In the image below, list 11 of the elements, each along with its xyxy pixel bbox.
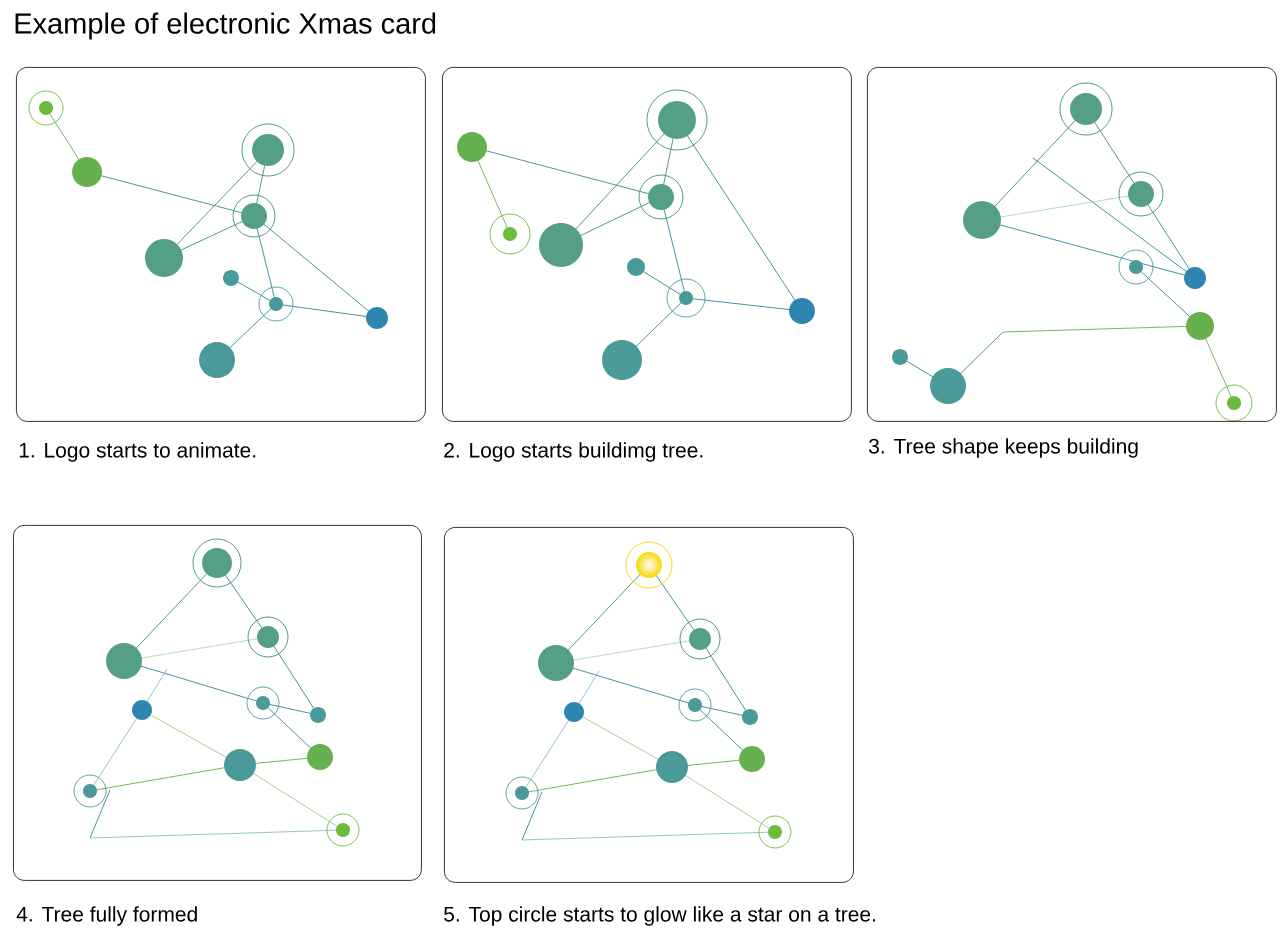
node-label: 1. Logo starts to animate.	[19, 442, 256, 462]
storyboard-panel: 4. Tree fully formed	[13, 525, 422, 926]
node-label: 3. Tree shape keeps building	[869, 438, 1138, 458]
title: Example of electronic Xmas card	[15, 12, 436, 40]
node-label: 4. Tree fully formed	[16, 906, 197, 926]
storyboard-panel: 3. Tree shape keeps building	[867, 67, 1277, 458]
node-label: 2. Logo starts buildimg tree.	[444, 442, 703, 462]
storyboard-panel: 1. Logo starts to animate.	[16, 67, 426, 462]
node-label: 5. Top circle starts to glow like a star on a tree.	[444, 906, 876, 926]
storyboard-panel: 5. Top circle starts to glow like a star on a tree.	[444, 527, 875, 926]
storyboard-panel: 2. Logo starts buildimg tree.	[442, 67, 852, 462]
